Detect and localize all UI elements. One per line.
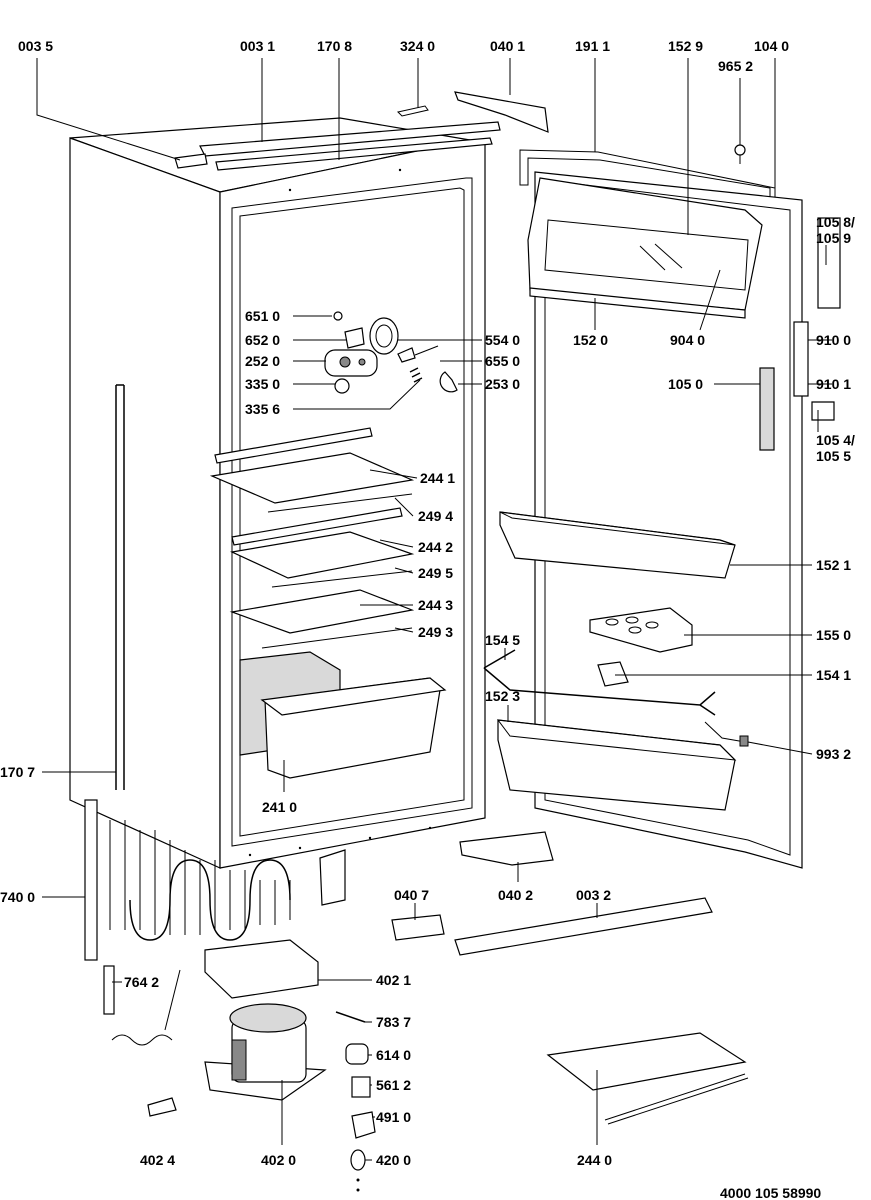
part-label-1059: 105 9 — [816, 230, 851, 246]
part-label-0035: 003 5 — [18, 38, 53, 54]
part-label-2410: 241 0 — [262, 799, 297, 815]
part-label-1529: 152 9 — [668, 38, 703, 54]
part-label-1521: 152 1 — [816, 557, 851, 573]
part-label-1708: 170 8 — [317, 38, 352, 54]
part-label-1520: 152 0 — [573, 332, 608, 348]
part-label-1911: 191 1 — [575, 38, 610, 54]
part-label-7400: 740 0 — [0, 889, 35, 905]
part-label-2494: 249 4 — [418, 508, 453, 524]
part-label-2495: 249 5 — [418, 565, 453, 581]
part-label-1055: 105 5 — [816, 448, 851, 464]
part-label-6510: 651 0 — [245, 308, 280, 324]
part-label-4021: 402 1 — [376, 972, 411, 988]
part-label-2493: 249 3 — [418, 624, 453, 640]
part-label-9932: 993 2 — [816, 746, 851, 762]
part-label-6550: 655 0 — [485, 353, 520, 369]
part-label-4910: 491 0 — [376, 1109, 411, 1125]
part-labels: 003 5 003 1 170 8 324 0 040 1 191 1 152 … — [0, 38, 855, 1200]
part-label-9652: 965 2 — [718, 58, 753, 74]
part-label-2440: 244 0 — [577, 1152, 612, 1168]
part-label-0032: 003 2 — [576, 887, 611, 903]
part-label-7837: 783 7 — [376, 1014, 411, 1030]
part-label-9100: 910 0 — [816, 332, 851, 348]
part-label-1550: 155 0 — [816, 627, 851, 643]
part-label-3240: 324 0 — [400, 38, 435, 54]
part-label-4020: 402 0 — [261, 1152, 296, 1168]
part-label-9040: 904 0 — [670, 332, 705, 348]
part-label-6140: 614 0 — [376, 1047, 411, 1063]
part-label-4024: 402 4 — [140, 1152, 175, 1168]
part-label-5540: 554 0 — [485, 332, 520, 348]
part-label-2530: 253 0 — [485, 376, 520, 392]
part-label-1040: 104 0 — [754, 38, 789, 54]
shelves — [209, 427, 447, 779]
part-label-6520: 652 0 — [245, 332, 280, 348]
part-label-2520: 252 0 — [245, 353, 280, 369]
part-label-4200: 420 0 — [376, 1152, 411, 1168]
part-label-7642: 764 2 — [124, 974, 159, 990]
part-label-1058: 105 8/ — [816, 214, 855, 230]
part-label-1523: 152 3 — [485, 688, 520, 704]
bottom-parts — [84, 799, 749, 1192]
part-label-1707: 170 7 — [0, 764, 35, 780]
part-label-0031: 003 1 — [240, 38, 275, 54]
part-label-0402: 040 2 — [498, 887, 533, 903]
door-assembly — [454, 91, 841, 869]
diagram-footer-code: 4000 105 58990 — [720, 1185, 821, 1200]
leader-lines — [36, 58, 832, 1161]
part-label-2443: 244 3 — [418, 597, 453, 613]
thermostat-light-assembly — [324, 311, 458, 394]
part-label-1541: 154 1 — [816, 667, 851, 683]
part-label-2441: 244 1 — [420, 470, 455, 486]
part-label-2442: 244 2 — [418, 539, 453, 555]
part-label-9101: 910 1 — [816, 376, 851, 392]
part-label-3350: 335 0 — [245, 376, 280, 392]
part-label-5612: 561 2 — [376, 1077, 411, 1093]
part-label-1054: 105 4/ — [816, 432, 855, 448]
part-label-1545: 154 5 — [485, 632, 520, 648]
part-label-0407: 040 7 — [394, 887, 429, 903]
part-label-3356: 335 6 — [245, 401, 280, 417]
part-label-0401: 040 1 — [490, 38, 525, 54]
part-label-1050: 105 0 — [668, 376, 703, 392]
